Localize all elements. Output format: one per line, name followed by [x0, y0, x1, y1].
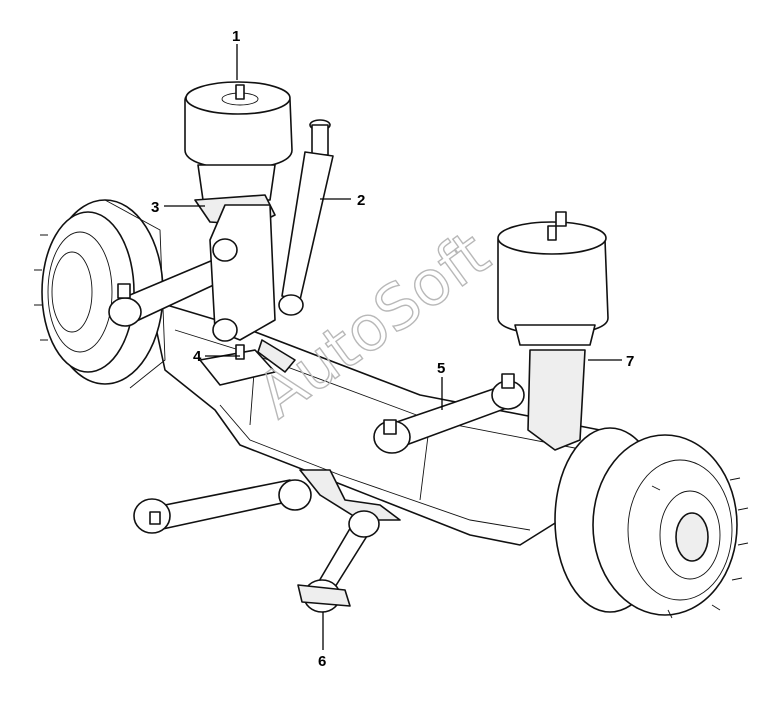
left-spring-bracket — [209, 204, 276, 342]
left-brake-drum — [34, 199, 166, 389]
callout-4: 4 — [193, 348, 202, 365]
callout-2: 2 — [357, 192, 365, 209]
callout-6: 6 — [318, 653, 326, 670]
lower-rod-6 — [297, 510, 380, 613]
right-air-spring — [497, 211, 609, 451]
left-air-spring — [184, 81, 293, 226]
callout-7: 7 — [626, 353, 634, 370]
callout-5: 5 — [437, 360, 445, 377]
lower-link — [133, 479, 312, 534]
leader-lines — [164, 44, 622, 650]
mounting-plate — [199, 339, 296, 386]
callout-3: 3 — [151, 199, 159, 216]
right-brake-drum — [554, 427, 749, 619]
shock-absorber — [278, 119, 334, 316]
upper-link — [373, 373, 525, 454]
callout-1: 1 — [232, 28, 240, 45]
